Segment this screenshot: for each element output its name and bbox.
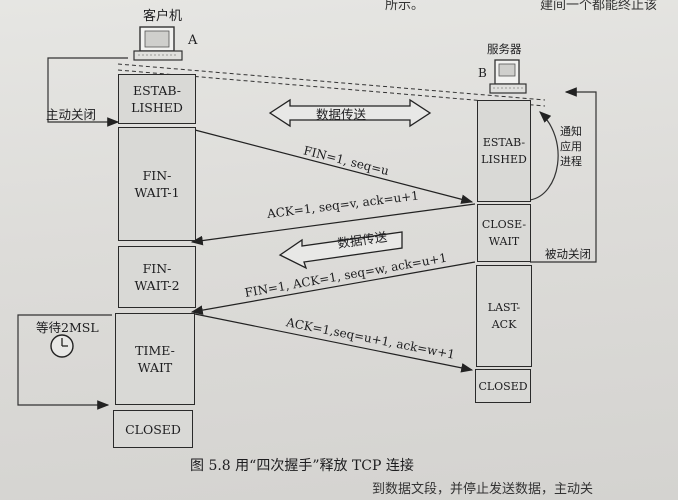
header-fragment-right: 建间一个都能终止该 (540, 0, 658, 13)
active-close-path (47, 57, 128, 127)
message-arrow-ack-2 (194, 313, 474, 373)
server-computer-icon (489, 59, 527, 94)
server-letter: B (478, 66, 487, 80)
client-state-established: ESTAB- LISHED (118, 74, 196, 124)
client-state-fin-wait-1: FIN- WAIT-1 (118, 127, 196, 241)
connection-dashed-line-1 (117, 63, 546, 101)
server-state-last-ack: LAST- ACK (476, 265, 532, 367)
clock-icon (50, 334, 74, 358)
data-transfer-left-arrow (278, 231, 403, 270)
server-state-established: ESTAB- LISHED (477, 100, 531, 202)
footer-fragment: 到数据文段，并停止发送数据，主动关 (372, 482, 594, 497)
client-state-fin-wait-2: FIN- WAIT-2 (118, 246, 196, 308)
client-letter: A (188, 33, 198, 48)
notify-app-label: 通知 应用 进程 (560, 125, 582, 168)
wait-2msl-label: 等待2MSL (36, 320, 99, 335)
server-name: 服务器 (487, 42, 522, 56)
wait-2msl-path (17, 314, 112, 410)
figure-caption: 图 5.8 用“四次握手”释放 TCP 连接 (190, 458, 414, 474)
passive-close-path (530, 87, 597, 263)
data-transfer-label-1: 数据传送 (316, 107, 367, 122)
active-close-label: 主动关闭 (46, 107, 97, 122)
client-state-closed: CLOSED (113, 410, 193, 448)
passive-close-label: 被动关闭 (545, 247, 591, 261)
message-arrow-fin-1 (194, 129, 474, 204)
server-state-close-wait: CLOSE- WAIT (477, 204, 531, 262)
data-transfer-double-arrow (268, 98, 432, 128)
server-state-closed: CLOSED (475, 369, 531, 403)
notify-app-curve (529, 111, 559, 201)
client-computer-icon (133, 26, 183, 61)
message-arrow-ack-1 (190, 203, 476, 246)
header-fragment-center: 所示。 (385, 0, 425, 13)
message-arrow-fin-2 (190, 261, 476, 315)
client-state-time-wait: TIME- WAIT (115, 313, 195, 405)
client-name: 客户机 (143, 9, 183, 24)
